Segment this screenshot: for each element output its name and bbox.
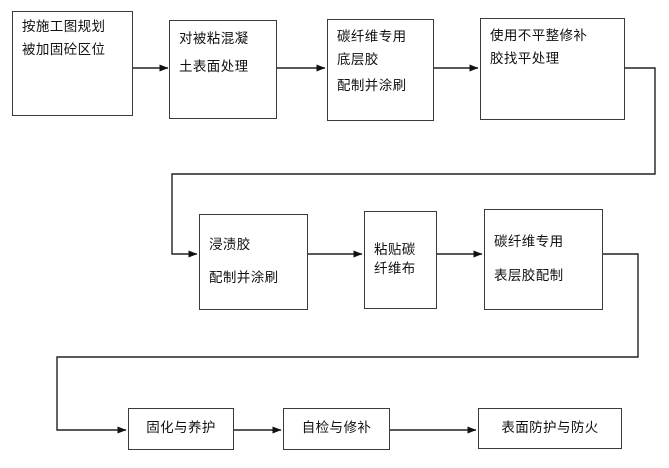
edge-leveling-to-impregnating bbox=[171, 67, 656, 258]
node-plan-area[interactable]: 按施工图规划 被加固砼区位 bbox=[12, 11, 133, 116]
node-impregnating-glue[interactable]: 浸渍胶 配制并涂刷 bbox=[199, 214, 308, 310]
node-impregnating-glue-line-2: 配制并涂刷 bbox=[209, 270, 279, 286]
node-topcoat-glue-line-2: 表层胶配制 bbox=[494, 267, 564, 284]
node-self-inspection-repair-label: 自检与修补 bbox=[301, 420, 372, 437]
node-plan-area-line-1: 按施工图规划 bbox=[22, 19, 106, 35]
node-self-inspection-repair[interactable]: 自检与修补 bbox=[283, 408, 390, 450]
node-surface-treatment-line-1: 对被粘混凝 bbox=[179, 31, 249, 47]
node-primer-glue[interactable]: 碳纤维专用 底层胶 配制并涂刷 bbox=[327, 19, 434, 121]
node-curing-maintenance-label: 固化与养护 bbox=[146, 420, 216, 437]
node-surface-treatment[interactable]: 对被粘混凝 土表面处理 bbox=[169, 20, 277, 119]
node-topcoat-glue-line-1: 碳纤维专用 bbox=[494, 234, 564, 250]
node-primer-glue-line-2: 底层胶 bbox=[337, 51, 379, 68]
node-paste-fiber-cloth-line-2: 纤维布 bbox=[374, 261, 416, 277]
node-leveling-repair[interactable]: 使用不平整修补 胶找平处理 bbox=[480, 18, 625, 120]
node-surface-protection-fireproof[interactable]: 表面防护与防火 bbox=[478, 408, 622, 449]
node-curing-maintenance[interactable]: 固化与养护 bbox=[128, 408, 234, 450]
node-primer-glue-line-3: 配制并涂刷 bbox=[337, 78, 407, 94]
node-plan-area-line-2: 被加固砼区位 bbox=[22, 41, 106, 58]
node-paste-fiber-cloth[interactable]: 粘贴碳 纤维布 bbox=[364, 211, 437, 309]
node-surface-protection-fireproof-label: 表面防护与防火 bbox=[501, 419, 599, 436]
node-primer-glue-line-1: 碳纤维专用 bbox=[337, 29, 407, 45]
node-leveling-repair-line-1: 使用不平整修补 bbox=[490, 28, 588, 44]
edge-topcoat-to-curing bbox=[56, 253, 639, 434]
node-surface-treatment-line-2: 土表面处理 bbox=[179, 58, 249, 75]
node-paste-fiber-cloth-line-1: 粘贴碳 bbox=[374, 241, 416, 258]
node-impregnating-glue-line-1: 浸渍胶 bbox=[209, 236, 251, 253]
node-leveling-repair-line-2: 胶找平处理 bbox=[490, 50, 560, 67]
node-topcoat-glue[interactable]: 碳纤维专用 表层胶配制 bbox=[484, 209, 603, 310]
